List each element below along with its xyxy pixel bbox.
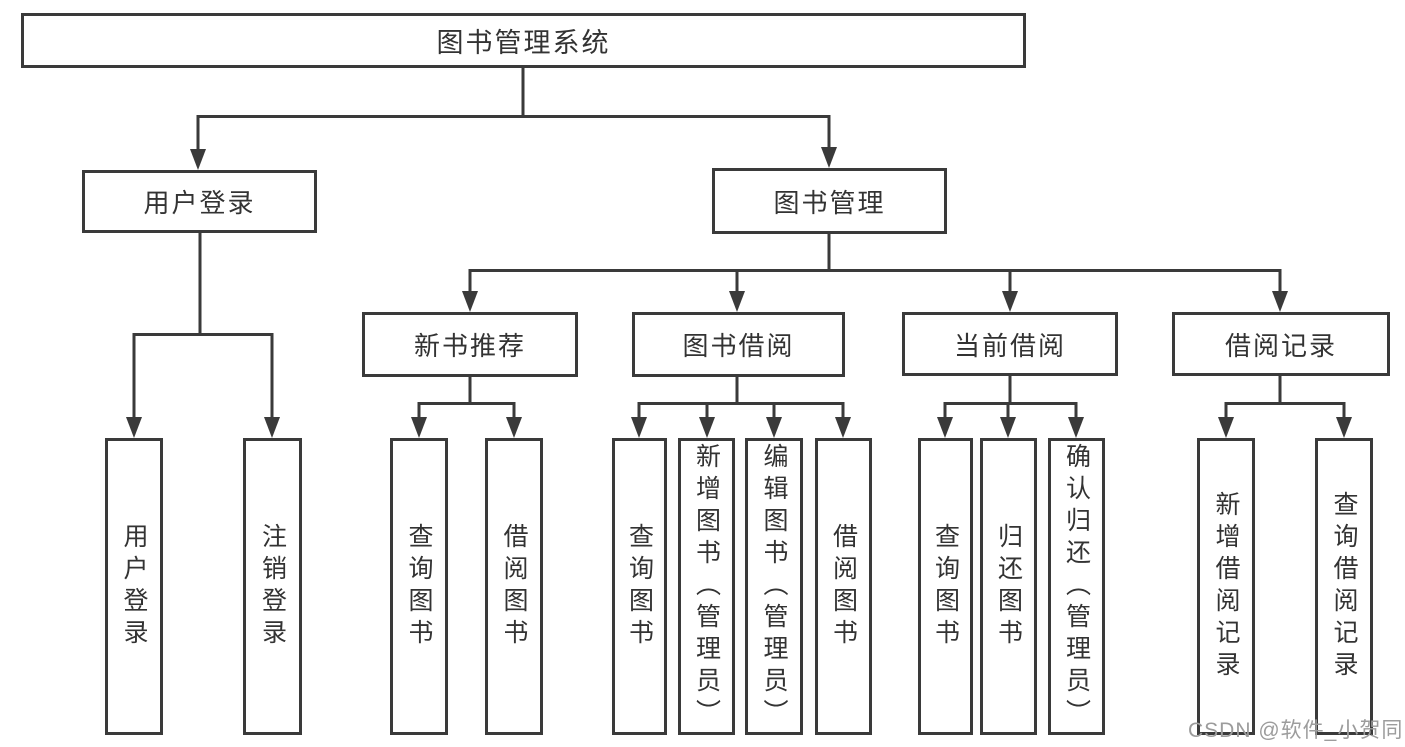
node-book-borrowing: 图书借阅 [632, 312, 845, 377]
leaf-logout-login: 注销登录 [243, 438, 302, 735]
leaf-records-query-borrow-record: 查询借阅记录 [1315, 438, 1373, 735]
leaf-current-return-books: 归还图书 [980, 438, 1037, 735]
leaf-user-login: 用户登录 [105, 438, 163, 735]
leaf-current-query-books: 查询图书 [918, 438, 973, 735]
leaf-recommend-query-books: 查询图书 [390, 438, 448, 735]
leaf-borrowing-query-books: 查询图书 [612, 438, 667, 735]
leaf-borrowing-add-books-admin: 新增图书（管理员） [678, 438, 735, 735]
arrowheads [126, 147, 1352, 438]
leaf-recommend-borrow-books: 借阅图书 [485, 438, 543, 735]
leaf-borrowing-borrow-books: 借阅图书 [815, 438, 872, 735]
node-borrowing-records: 借阅记录 [1172, 312, 1390, 376]
node-new-book-recommend: 新书推荐 [362, 312, 578, 377]
node-book-management: 图书管理 [712, 168, 947, 234]
leaf-borrowing-edit-books-admin: 编辑图书（管理员） [745, 438, 803, 735]
node-user-login: 用户登录 [82, 170, 317, 233]
node-root-system: 图书管理系统 [21, 13, 1026, 68]
leaf-current-confirm-return-admin: 确认归还（管理员） [1048, 438, 1105, 735]
node-current-borrowing: 当前借阅 [902, 312, 1118, 376]
csdn-watermark: CSDN @软件_小贺同学 [1188, 719, 1404, 742]
leaf-records-add-borrow-record: 新增借阅记录 [1197, 438, 1255, 735]
